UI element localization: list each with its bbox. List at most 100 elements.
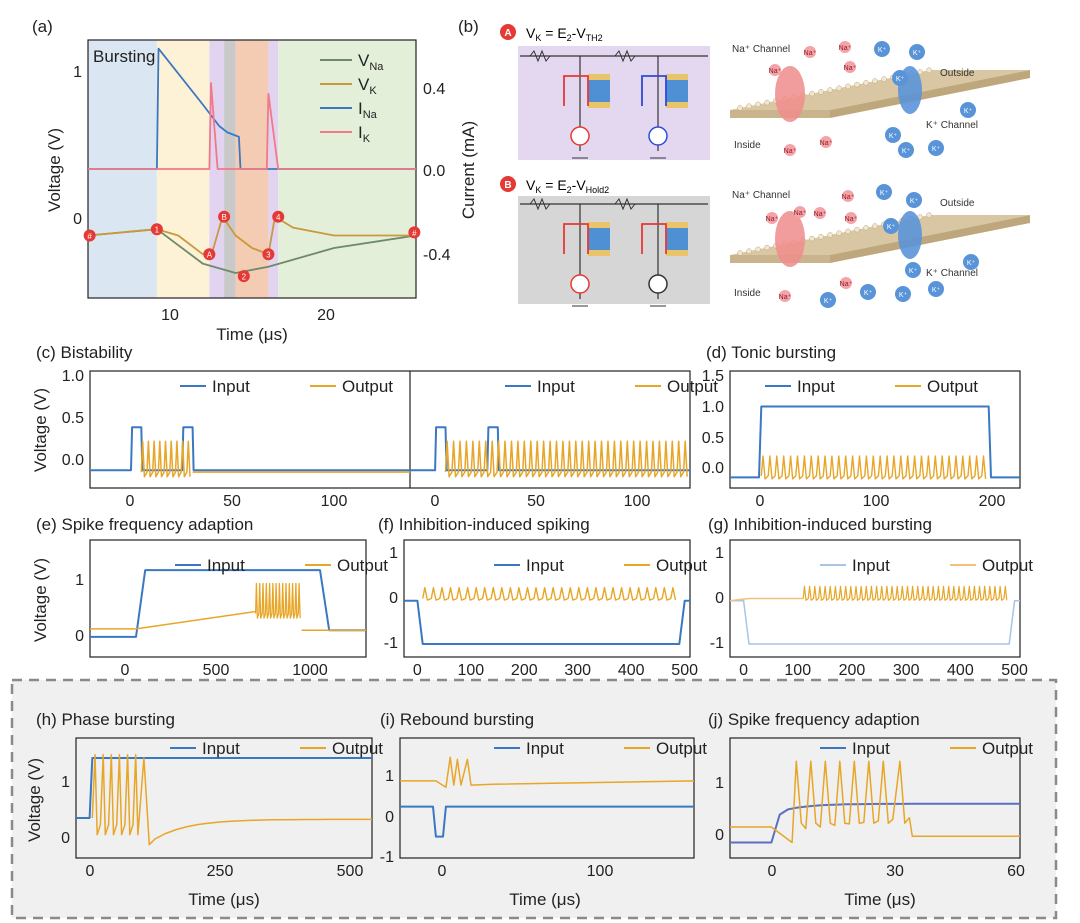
na-ion [839,41,851,53]
panel-j-ytick-0: 0 [715,827,724,844]
lipid-head [926,67,932,73]
membrane-b-na-channel-label: Na⁺ Channel [732,190,790,201]
membrane-b-k-channel-label: K⁺ Channel [926,268,978,279]
panel-e-ylabel: Voltage (V) [31,558,50,642]
panel-a-ylabel-left: Voltage (V) [45,128,64,212]
panel-f-legend-output-label: Output [656,556,707,575]
lipid-head [845,83,851,90]
legend-ik-label: IK [358,123,371,145]
bilayer-top [730,70,1030,110]
lipid-head [809,90,815,97]
state-marker-3 [272,210,285,223]
panel-c-output-0 [140,440,191,478]
na-channel [775,211,805,267]
k-ion [905,262,921,278]
panel-f-frame [403,539,691,658]
k-ion [909,44,925,60]
panel-c-xtick-0b: 0 [431,493,440,510]
state-marker-text-6: # [87,232,92,241]
panel-e-xtick-500: 500 [203,662,230,679]
membrane-a-na-channel-label: Na⁺ Channel [732,44,790,55]
state-marker-5 [218,210,231,223]
device-top-1 [666,222,688,228]
lipid-head [764,244,770,251]
panel-a-xtick-20: 20 [317,307,335,324]
current-loop-0 [563,75,589,106]
panel-j-output [730,760,1020,844]
lipid-head [863,80,869,86]
panel-j-xlabel: Time (μs) [844,890,916,909]
panel-e-label: (e) Spike frequency adaption [36,515,253,534]
panel-e-ytick-1: 1 [75,572,84,589]
state-marker-2 [262,248,275,261]
panel-a-ytick-0: 0 [73,211,82,228]
panel-h-ylabel: Voltage (V) [25,758,44,842]
k-ion-label: K⁺ [909,268,918,275]
k-ion [963,254,979,270]
circuit-b [520,197,708,307]
panel-j-xtick-30: 30 [886,863,904,880]
lipid-head [827,232,833,238]
device-0 [588,74,610,108]
panel-h-frame [75,737,373,859]
panel-d-label: (d) Tonic bursting [706,343,836,362]
panel-f-ytick-0: 0 [389,590,398,607]
membrane-b-outside-label: Outside [940,198,975,209]
panel-d-xtick-200: 200 [979,493,1006,510]
panel-f-output [422,587,677,601]
k-ion-label: K⁺ [878,47,887,54]
trace-panels: (c) Bistability Voltage (V) 0.0 0.5 1.0 … [25,343,1028,909]
lipid-head [746,103,752,109]
panel-f-ytick-1: 1 [389,545,398,562]
na-ion [845,212,857,224]
panel-c-ytick-10: 1.0 [62,368,84,385]
panel-j-input [730,802,1020,844]
marker-a-badge [500,24,516,40]
k-ion-label: K⁺ [913,50,922,57]
state-marker-text-5: B [221,213,226,222]
na-ion-label: Na⁺ [794,210,807,217]
panel-h-input [76,757,372,819]
panel-d-ytick-00: 0.0 [702,460,724,477]
current-loop-0 [563,223,589,254]
current-loop-1 [641,223,667,254]
k-ion [874,41,890,57]
lipid-head [836,230,842,236]
panel-a-rtick-m04: -0.4 [423,247,451,264]
lipid-head [755,246,761,253]
g-xt-300: 300 [893,662,920,679]
k-ion [885,127,901,143]
panel-g-ytick-1: 1 [715,545,724,562]
panel-c-1-legend-input-label: Input [537,377,575,396]
state-marker-text-2: 3 [266,251,271,260]
panel-d-xtick-0: 0 [756,493,765,510]
panel-j-xtick-60: 60 [1007,863,1025,880]
f-xt-100: 100 [457,662,484,679]
lipid-head [818,234,824,240]
panel-g-output [802,585,1008,601]
panel-a-xtick-10: 10 [161,307,179,324]
k-ion-label: K⁺ [932,146,941,153]
device-1 [666,74,688,108]
panel-e-frame [89,539,367,658]
current-loop-1 [641,75,667,106]
source-1 [648,126,668,146]
na-ion [842,190,854,202]
k-ion [960,102,976,118]
panel-c-frame [89,370,691,489]
panel-j-frame [729,737,1021,859]
lipid-head [746,248,752,254]
panel-a-v-k-line [87,215,416,256]
panel-a-rtick-04: 0.4 [423,81,445,98]
na-ion-label: Na⁺ [839,45,852,52]
na-ion-label: Na⁺ [842,194,855,201]
panel-h-ytick-1: 1 [61,774,70,791]
panel-h-xtick-0: 0 [86,863,95,880]
panel-b-label: (b) [458,17,479,36]
lipid-head [872,223,878,229]
na-ion-label: Na⁺ [784,148,797,155]
panel-i-ytick-m1: -1 [380,849,394,866]
resistor-2 [614,49,636,63]
panel-h-xlabel: Time (μs) [188,890,260,909]
k-ion [820,292,836,308]
